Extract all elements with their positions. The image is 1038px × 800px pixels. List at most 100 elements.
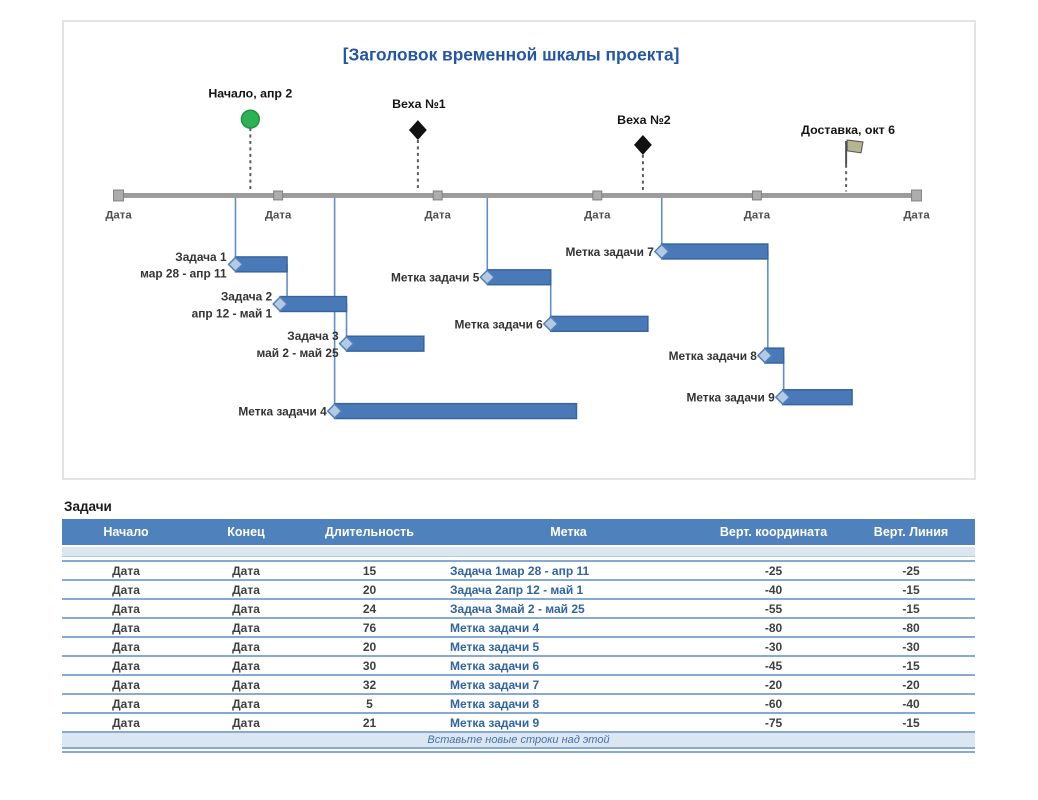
task-bar-7[interactable] — [661, 243, 769, 260]
table-row: Дата Дата 32 Метка задачи 7 -20 -20 — [62, 676, 975, 695]
task-bar-5[interactable] — [486, 269, 552, 286]
task-bar-4[interactable] — [333, 402, 578, 420]
cell-vert-line[interactable]: -80 — [902, 620, 920, 635]
cell-start[interactable]: Дата — [112, 696, 140, 711]
milestone-delivery[interactable]: Доставка, окт 6 — [801, 123, 895, 165]
milestone-2[interactable]: Веха №2 — [617, 113, 671, 155]
cell-vert-line[interactable]: -20 — [902, 677, 920, 692]
cell-start[interactable]: Дата — [112, 601, 140, 616]
task-bar-3[interactable] — [345, 335, 425, 352]
cell-start[interactable]: Дата — [112, 563, 140, 578]
task-dates: май 2 - май 25 — [257, 346, 339, 360]
cell-end[interactable]: Дата — [232, 677, 260, 692]
table-row: Дата Дата 24 Задача 3май 2 - май 25 -55 … — [62, 600, 975, 619]
cell-start[interactable]: Дата — [112, 677, 140, 692]
cell-vert-line[interactable]: -15 — [902, 601, 920, 616]
cell-vert-coord[interactable]: -30 — [764, 639, 783, 654]
cell-label[interactable]: Задача 3май 2 - май 25 — [450, 601, 585, 616]
col-header-vert-coord[interactable]: Верт. координата — [719, 525, 828, 539]
cell-vert-line[interactable]: -15 — [902, 582, 920, 597]
cell-start[interactable]: Дата — [112, 658, 140, 673]
cell-vert-coord[interactable]: -60 — [764, 696, 783, 711]
col-header-end[interactable]: Конец — [227, 525, 265, 539]
task-bars — [234, 243, 853, 420]
cell-label[interactable]: Метка задачи 8 — [450, 696, 540, 711]
cell-end[interactable]: Дата — [232, 601, 260, 616]
cell-start[interactable]: Дата — [112, 715, 140, 730]
cell-vert-line[interactable]: -25 — [902, 563, 920, 578]
black-diamond-icon — [408, 120, 427, 140]
cell-end[interactable]: Дата — [232, 582, 260, 597]
table-footer-row[interactable]: Вставьте новые строки над этой — [62, 733, 975, 749]
cell-vert-line[interactable]: -15 — [902, 658, 920, 673]
cell-label[interactable]: Метка задачи 9 — [450, 715, 540, 730]
cell-end[interactable]: Дата — [232, 620, 260, 635]
col-header-duration[interactable]: Длительность — [324, 525, 414, 539]
cell-label[interactable]: Метка задачи 7 — [450, 677, 540, 692]
axis-date-label: Дата — [903, 209, 930, 221]
milestone-label: Веха №2 — [617, 113, 671, 127]
cell-duration[interactable]: 30 — [362, 658, 377, 673]
task-bar-9[interactable] — [781, 389, 853, 406]
cell-vert-coord[interactable]: -40 — [764, 582, 783, 597]
cell-vert-coord[interactable]: -45 — [764, 658, 783, 673]
table-row: Дата Дата 20 Задача 2апр 12 - май 1 -40 … — [62, 581, 975, 600]
task-label: Метка задачи 8 — [669, 349, 758, 363]
milestone-label: Веха №1 — [392, 97, 446, 111]
table-body: Дата Дата 15 Задача 1мар 28 - апр 11 -25… — [62, 560, 975, 733]
cell-vert-line[interactable]: -30 — [902, 639, 920, 654]
task-label: Задача 1 — [175, 250, 227, 264]
axis-date-label: Дата — [425, 209, 452, 221]
cell-start[interactable]: Дата — [112, 620, 140, 635]
cell-vert-line[interactable]: -15 — [902, 715, 920, 730]
cell-start[interactable]: Дата — [112, 582, 140, 597]
cell-vert-coord[interactable]: -20 — [764, 677, 783, 692]
milestone-1[interactable]: Веха №1 — [392, 97, 446, 140]
cell-start[interactable]: Дата — [112, 639, 140, 654]
insert-rows-note: Вставьте новые строки над этой — [427, 734, 610, 746]
cell-duration[interactable]: 20 — [362, 582, 377, 597]
table-header-row: Начало Конец Длительность Метка Верт. ко… — [62, 519, 975, 545]
cell-end[interactable]: Дата — [232, 563, 260, 578]
cell-vert-coord[interactable]: -55 — [764, 601, 783, 616]
task-bar-6[interactable] — [549, 315, 649, 333]
cell-label[interactable]: Метка задачи 4 — [450, 620, 540, 635]
chart-title[interactable]: [Заголовок временной шкалы проекта] — [343, 45, 680, 65]
cell-label[interactable]: Метка задачи 5 — [450, 639, 540, 654]
cell-label[interactable]: Метка задачи 6 — [450, 658, 540, 673]
cell-end[interactable]: Дата — [232, 658, 260, 673]
cell-duration[interactable]: 15 — [362, 563, 377, 578]
col-header-vert-line[interactable]: Верт. Линия — [873, 525, 949, 539]
milestone-dashed-lines — [249, 128, 848, 192]
task-label: Метка задачи 6 — [454, 317, 543, 331]
table-row: Дата Дата 76 Метка задачи 4 -80 -80 — [62, 619, 975, 638]
cell-duration[interactable]: 5 — [366, 696, 373, 711]
cell-duration[interactable]: 32 — [362, 677, 377, 692]
task-label: Метка задачи 9 — [686, 391, 775, 405]
cell-end[interactable]: Дата — [232, 715, 260, 730]
cell-vert-coord[interactable]: -80 — [764, 620, 783, 635]
cell-vert-coord[interactable]: -75 — [764, 715, 783, 730]
black-diamond-icon — [633, 135, 652, 155]
cell-duration[interactable]: 21 — [362, 715, 377, 730]
milestone-start[interactable]: Начало, апр 2 — [208, 86, 292, 129]
cell-end[interactable]: Дата — [232, 639, 260, 654]
tasks-table-section: Задачи Начало Конец Длительность Метка В… — [62, 499, 975, 753]
task-bar-2[interactable] — [279, 295, 348, 313]
col-header-start[interactable]: Начало — [103, 525, 149, 539]
col-header-label[interactable]: Метка — [550, 525, 587, 539]
cell-vert-line[interactable]: -40 — [902, 696, 920, 711]
cell-label[interactable]: Задача 1мар 28 - апр 11 — [450, 563, 590, 578]
cell-label[interactable]: Задача 2апр 12 - май 1 — [450, 582, 584, 597]
cell-vert-coord[interactable]: -25 — [764, 563, 783, 578]
table-bottom-border — [62, 749, 975, 753]
bar-start-diamond-icons — [227, 243, 791, 420]
cell-duration[interactable]: 76 — [362, 620, 377, 635]
axis-date-label: Дата — [265, 209, 292, 221]
axis-date-label: Дата — [584, 209, 611, 221]
timeline-chart[interactable]: [Заголовок временной шкалы проекта] — [62, 20, 976, 480]
cell-duration[interactable]: 24 — [362, 601, 377, 616]
axis-tick — [273, 190, 284, 201]
cell-duration[interactable]: 20 — [362, 639, 377, 654]
cell-end[interactable]: Дата — [232, 696, 260, 711]
